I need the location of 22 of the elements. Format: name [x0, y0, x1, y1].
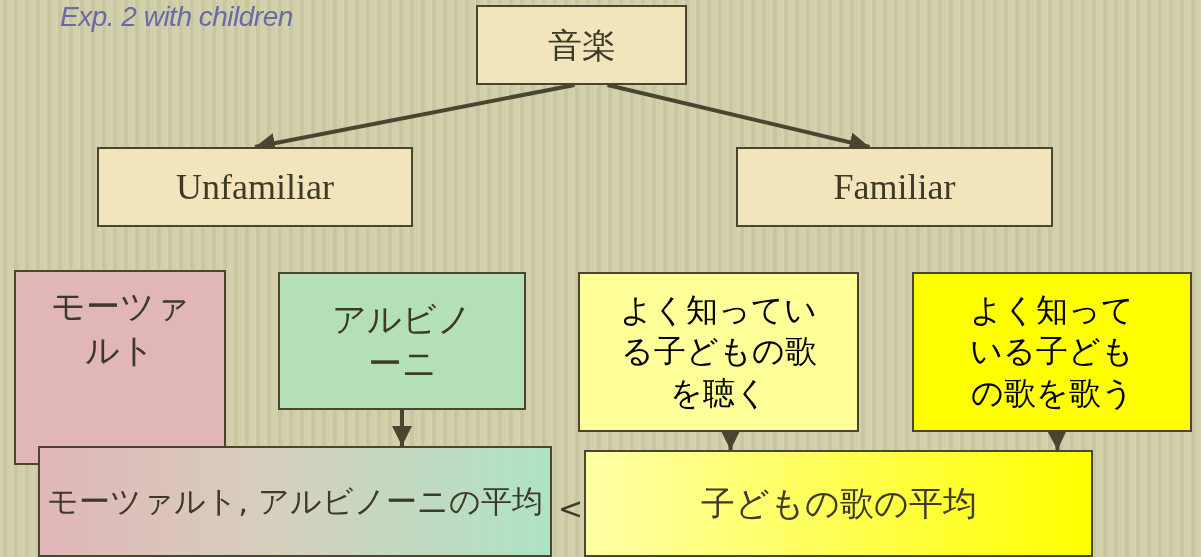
node-box — [278, 272, 526, 410]
node-box — [912, 272, 1192, 432]
title: Exp. 2 with children — [60, 0, 293, 34]
node-text: 子どもの歌の平均 — [700, 482, 977, 526]
node-box — [584, 450, 1093, 557]
node-box — [476, 5, 687, 85]
node-box — [38, 446, 552, 557]
node-box — [14, 270, 226, 465]
node-text: Unfamiliar — [176, 165, 334, 209]
node-text: アルビノーニ — [331, 297, 473, 385]
node-box — [97, 147, 413, 227]
node-text: Familiar — [833, 165, 956, 209]
arrow — [392, 410, 412, 446]
comparison-sign: < — [558, 494, 584, 524]
node-text: 音楽 — [547, 23, 616, 67]
node-text: よく知っている子どもの歌を聴く — [620, 289, 817, 414]
node-text: よく知っている子どもの歌を歌う — [969, 289, 1135, 414]
node-text: モーツァルト, アルビノーニの平均 — [47, 482, 543, 522]
node-text: モーツァルト — [49, 285, 191, 373]
node-box — [736, 147, 1053, 227]
arrow — [720, 430, 741, 450]
node-box — [578, 272, 859, 432]
